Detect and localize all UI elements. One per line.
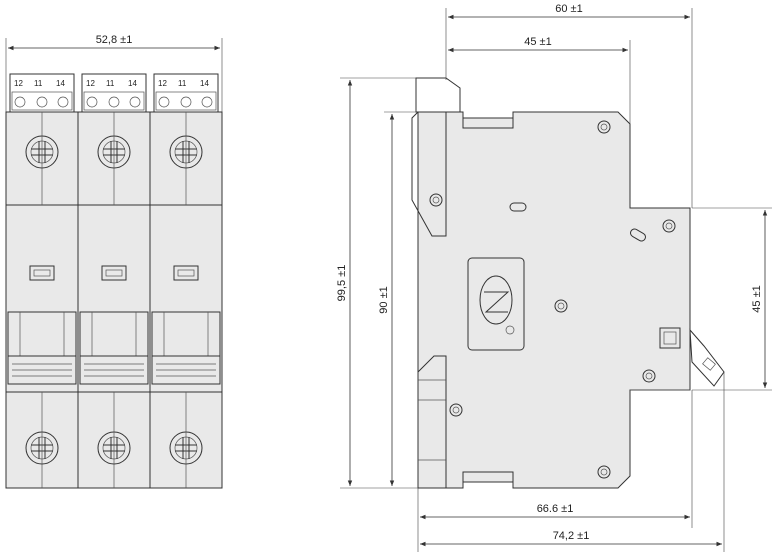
terminal-label: 11 [34, 79, 43, 88]
label-plate [467, 257, 525, 351]
terminal-label: 12 [14, 79, 23, 88]
side-body-height-label: 90 ±1 [378, 286, 390, 313]
side-top-width-dimension: 60 ±1 [445, 3, 693, 208]
side-right-height-dimension: 45 ±1 [692, 207, 772, 391]
terminal-label: 11 [106, 79, 115, 88]
side-right-height-label: 45 ±1 [751, 285, 763, 312]
side-view: 60 ±1 45 ±1 99,5 ±1 90 ±1 45 ±1 [336, 3, 772, 552]
indicator-window [29, 265, 55, 281]
side-bottom-overall-dimension: 74,2 ±1 [420, 372, 725, 552]
terminal-label: 11 [178, 79, 187, 88]
pole-2: 12 11 14 [79, 73, 149, 488]
front-width-label: 52,8 ±1 [96, 34, 133, 46]
side-top-width-label: 60 ±1 [555, 3, 582, 15]
handle [689, 328, 725, 387]
side-bottom-overall-label: 74,2 ±1 [553, 530, 590, 542]
side-inner-width-label: 45 ±1 [524, 36, 551, 48]
indicator-window [101, 265, 127, 281]
front-view: 52,8 ±1 12 11 14 [5, 34, 223, 489]
terminal-label: 14 [200, 79, 209, 88]
terminal-label: 12 [86, 79, 95, 88]
terminal-label: 14 [128, 79, 137, 88]
side-inner-width-dimension: 45 ±1 [448, 36, 631, 124]
side-overall-height-dimension: 99,5 ±1 [336, 77, 418, 489]
pole-3: 12 11 14 [151, 73, 221, 488]
logo-icon [479, 275, 513, 325]
terminal-label: 12 [158, 79, 167, 88]
side-body [417, 111, 691, 489]
side-body-height-dimension: 90 ±1 [378, 111, 416, 486]
indicator-window [173, 265, 199, 281]
pole-1: 12 11 14 [7, 73, 77, 488]
side-bottom-inner-label: 66.6 ±1 [537, 503, 574, 515]
terminal-label: 14 [56, 79, 65, 88]
side-bottom-inner-dimension: 66.6 ±1 [417, 390, 693, 552]
side-overall-height-label: 99,5 ±1 [336, 265, 348, 302]
front-width-dimension: 52,8 ±1 [5, 34, 223, 112]
